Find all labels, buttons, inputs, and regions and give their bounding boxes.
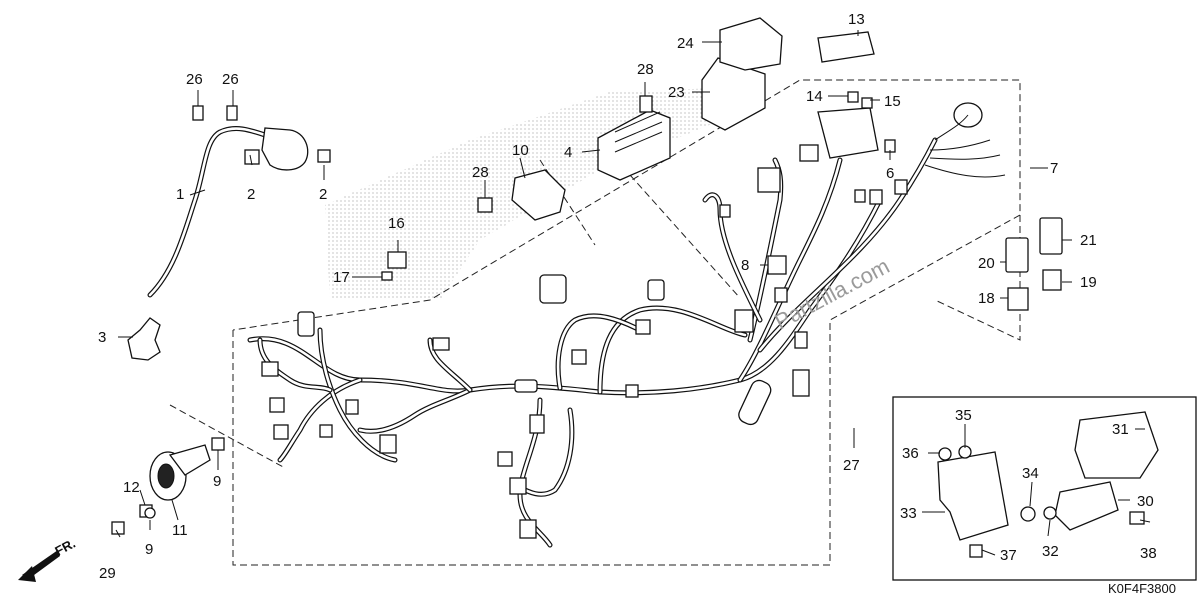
part-horn — [111, 437, 225, 535]
label-33: 33 — [900, 505, 917, 522]
label-17: 17 — [333, 269, 350, 286]
label-21: 21 — [1080, 232, 1097, 249]
label-28a: 28 — [637, 61, 654, 78]
label-29: 29 — [99, 565, 116, 582]
label-2a: 2 — [247, 186, 255, 203]
label-28b: 28 — [472, 164, 489, 181]
part-ignition-coil — [147, 105, 331, 298]
label-23: 23 — [668, 84, 685, 101]
label-7: 7 — [1050, 160, 1058, 177]
part-fuse-box — [817, 91, 1006, 178]
relays — [381, 217, 1063, 311]
watermark: Partzilla.com — [771, 253, 894, 334]
label-27: 27 — [843, 457, 860, 474]
label-19: 19 — [1080, 274, 1097, 291]
leader-lines — [115, 30, 1151, 556]
label-10: 10 — [512, 142, 529, 159]
label-12: 12 — [123, 479, 140, 496]
callout-labels: 1 2 2 3 4 6 7 8 9 9 10 11 12 13 14 15 16… — [98, 11, 1157, 582]
label-20: 20 — [978, 255, 995, 272]
inset-parts — [937, 411, 1159, 558]
label-4: 4 — [564, 144, 572, 161]
label-34: 34 — [1022, 465, 1039, 482]
inset-box — [892, 396, 1197, 581]
label-26a: 26 — [186, 71, 203, 88]
front-arrow: FR. — [18, 536, 78, 582]
part-ecu-cover — [701, 17, 875, 131]
label-14: 14 — [806, 88, 823, 105]
part-plug-cap — [127, 317, 161, 361]
label-2b: 2 — [319, 186, 327, 203]
label-31: 31 — [1112, 421, 1129, 438]
label-3: 3 — [98, 329, 106, 346]
label-24: 24 — [677, 35, 694, 52]
label-11: 11 — [172, 522, 188, 539]
label-15: 15 — [884, 93, 901, 110]
label-35: 35 — [955, 407, 972, 424]
label-38: 38 — [1140, 545, 1157, 562]
label-16: 16 — [388, 215, 405, 232]
part-regulator — [597, 95, 671, 181]
label-8: 8 — [741, 257, 749, 274]
label-26b: 26 — [222, 71, 239, 88]
label-13: 13 — [848, 11, 865, 28]
label-18: 18 — [978, 290, 995, 307]
harness-connectors — [261, 144, 908, 539]
part-bracket-10 — [477, 169, 566, 221]
label-36: 36 — [902, 445, 919, 462]
label-32: 32 — [1042, 543, 1059, 560]
label-6: 6 — [886, 165, 894, 182]
label-9a: 9 — [213, 473, 221, 490]
label-1: 1 — [176, 186, 184, 203]
label-9b: 9 — [145, 541, 153, 558]
label-37: 37 — [1000, 547, 1017, 564]
diagram-code: K0F4F3800 — [1108, 581, 1176, 596]
label-30: 30 — [1137, 493, 1154, 510]
